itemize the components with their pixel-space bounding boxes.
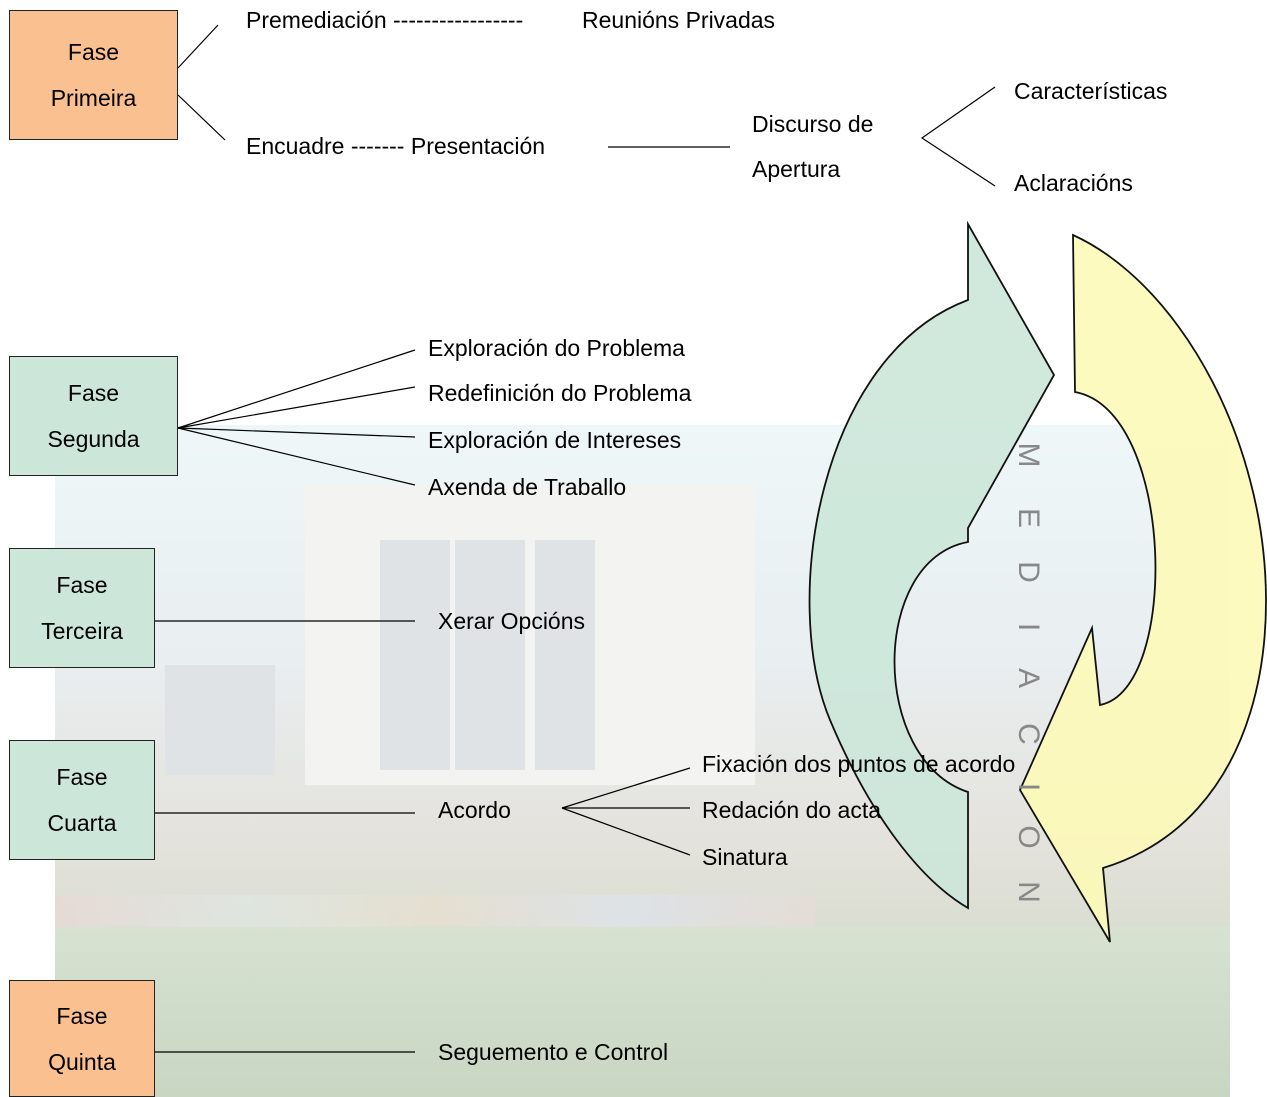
phase-label: Fase [56, 764, 108, 790]
vertical-letter: D [1012, 561, 1045, 583]
phase-box-segunda: Fase Segunda [9, 356, 178, 476]
building-window [165, 665, 275, 775]
premediacion-label: Premediación ----------------- [246, 7, 524, 33]
phase-label: Fase [67, 39, 120, 65]
phase2-item: Exploración de Intereses [428, 427, 682, 453]
phase2-item: Exploración do Problema [428, 335, 685, 361]
discurso-label: Discurso de [752, 111, 874, 137]
vertical-letter: M [1012, 442, 1045, 468]
acordo-label: Acordo [438, 797, 511, 823]
vertical-letter: A [1012, 667, 1045, 688]
phase2-item: Redefinición do Problema [428, 380, 692, 406]
left-cycle-arrow [808, 220, 1056, 910]
vertical-letter: I [1012, 782, 1045, 792]
phase3-item: Xerar Opcións [438, 608, 586, 634]
connector [177, 386, 416, 429]
connector [177, 349, 416, 429]
building-window [535, 540, 595, 770]
connector [177, 24, 219, 69]
phase-label: Fase [56, 1002, 108, 1029]
vertical-letter: O [1012, 825, 1045, 849]
phase-label: Cuarta [47, 810, 117, 836]
vertical-letter: N [1012, 881, 1045, 903]
phase5-item: Seguemento e Control [438, 1039, 669, 1065]
connector [920, 86, 996, 187]
phase-label: Primeira [50, 85, 137, 111]
phase-box-cuarta: Fase Cuarta [9, 740, 155, 860]
connector [561, 767, 691, 809]
apertura-label: Apertura [752, 156, 841, 182]
phase4-item: Sinatura [702, 844, 788, 870]
connector [561, 807, 691, 856]
phase-label: Terceira [41, 618, 123, 644]
phase2-item: Axenda de Traballo [428, 474, 627, 500]
phase-label: Fase [56, 572, 108, 598]
phase4-item: Fixación dos puntos de acordo [702, 751, 1016, 777]
connector [177, 427, 416, 486]
building-window [455, 540, 525, 770]
encuadre-label: Encuadre ------- Presentación [246, 133, 546, 159]
phase-box-terceira: Fase Terceira [9, 548, 155, 668]
phase-label: Quinta [48, 1048, 116, 1075]
connector [177, 427, 416, 438]
lawn [55, 927, 1230, 1097]
caracteristicas-label: Características [1014, 78, 1168, 104]
connector [177, 94, 226, 141]
phase4-item: Redación do acta [702, 797, 882, 823]
vertical-letter: C [1012, 723, 1045, 745]
reunions-label: Reunións Privadas [582, 7, 776, 33]
right-cycle-arrow [1018, 233, 1267, 943]
phase-label: Segunda [47, 426, 140, 452]
vertical-letter: E [1012, 507, 1045, 528]
aclaracions-label: Aclaracións [1014, 170, 1133, 196]
building-window [380, 540, 450, 770]
phase-box-quinta: Fase Quinta [9, 980, 155, 1097]
phase-label: Fase [67, 380, 120, 406]
vertical-letter: I [1012, 622, 1045, 632]
phase-box-primeira: Fase Primeira [9, 10, 178, 140]
